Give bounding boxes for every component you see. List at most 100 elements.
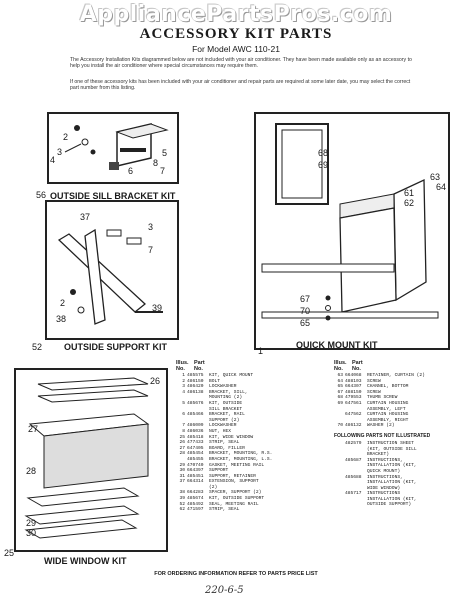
illus-no: 52 [179,501,185,507]
part-description: (KIT, OUTSIDE SILL [367,446,417,452]
part-description: KIT, OUTSIDE [209,400,243,406]
part-description: STRIP, SEAL [209,440,240,446]
part-no: 486036 [187,428,204,434]
part-no: 485674 [187,496,204,502]
table-subheader-left: No. No. [176,366,306,372]
illus-no: 70 [337,423,343,429]
part-description: SILL BRACKET [209,406,243,412]
illus-no: 64 [337,378,343,384]
part-description: SUPPORT (2) [209,417,240,423]
quick-mount-diagram [261,123,439,321]
part-description: INSTRUCTION SHEET [367,440,414,446]
table-row: SILL BRACKET [176,407,306,413]
part-no: 485455 [187,456,204,462]
part-description: KIT, OUTSIDE SUPPORT [209,496,265,502]
callout-70: 70 [300,306,311,316]
part-no: 485575 [187,373,204,378]
table-header-right: Illus. Part [334,360,470,366]
part-description: BRACKET, MOUNTING, R.S. [209,451,273,457]
table-row: (KIT, OUTSIDE SILL [334,447,470,453]
callout-38: 38 [56,314,67,324]
part-description: CHANNEL, BOTTOM [367,384,409,390]
part-no: 485418 [187,434,204,440]
part-no: 647562 [345,412,362,418]
support-kit-box [45,200,179,340]
wide-window-diagram [24,377,150,539]
illus-no: 69 [337,400,343,406]
illus-no: 31 [179,473,185,479]
part-no: 664314 [187,479,204,485]
part-description: WASHER (2) [367,423,395,429]
illus-no: 27 [179,445,185,451]
page-title: ACCESSORY KIT PARTS [139,26,333,42]
part-description: EXTENSION, SUPPORT [209,479,259,485]
table-row: SUPPORT (2) [176,418,306,424]
part-no: 470740 [187,462,204,468]
callout-63: 63 [430,172,441,182]
not-illustrated-note: FOLLOWING PARTS NOT ILLUSTRATED [334,432,431,439]
callout-5: 5 [162,148,168,158]
table-subheader-right: No. No. [334,366,470,372]
part-no: 485676 [187,400,204,406]
part-description: ASSEMBLY, LEFT [367,406,406,412]
part-description: BRACKET, RAIL [209,412,245,418]
illus-no: 67 [337,389,343,395]
part-description: QUICK MOUNT) [367,468,401,474]
callout-64: 64 [436,182,447,192]
callout-28: 28 [26,466,37,476]
part-description: SPACER, SUPPORT (2) [209,490,262,496]
table-row: INSTALLATION (KIT, [334,497,470,503]
intro-paragraph-2: If one of these accessory kits has been … [70,79,411,92]
table-row: (2) [176,485,306,491]
sill-bracket-kit-box [47,112,179,184]
callout-39: 39 [152,303,163,313]
illus-no: 28 [179,451,185,457]
part-no: 485466 [187,412,204,418]
part-no: 486138 [187,389,204,395]
part-no: 485492 [187,501,204,507]
illus-no: 1 [182,373,185,378]
quick-mount-kit-number: 1 [258,346,264,356]
part-description: THUMB SCREW [367,395,398,401]
part-description: (2) [209,484,218,490]
callout-8: 8 [153,158,159,168]
callout-3: 3 [57,147,63,157]
part-description: MOUNTING (2) [209,395,243,401]
table-row: BRACKET) [334,452,470,458]
part-description: LOCKWASHER [209,384,237,390]
table-row: ASSEMBLY, RIGHT [334,418,470,424]
part-description: INSTRUCTIONS [367,491,401,497]
illus-no: 65 [337,384,343,390]
header-illus-r: Illus. [334,360,347,366]
illus-no [334,502,345,508]
illus-no: 30 [179,468,185,474]
callout-3b: 3 [148,222,154,232]
callout-7: 7 [160,166,166,176]
callout-68: 68 [318,148,329,158]
part-no: 664397 [187,468,204,474]
part-description: KIT, WIDE WINDOW [209,434,254,440]
part-no: 647561 [345,400,362,406]
illus-no: 38 [179,490,185,496]
sill-bracket-diagram [64,123,169,170]
part-description: SCREW [367,389,381,395]
callout-2: 2 [63,132,69,142]
